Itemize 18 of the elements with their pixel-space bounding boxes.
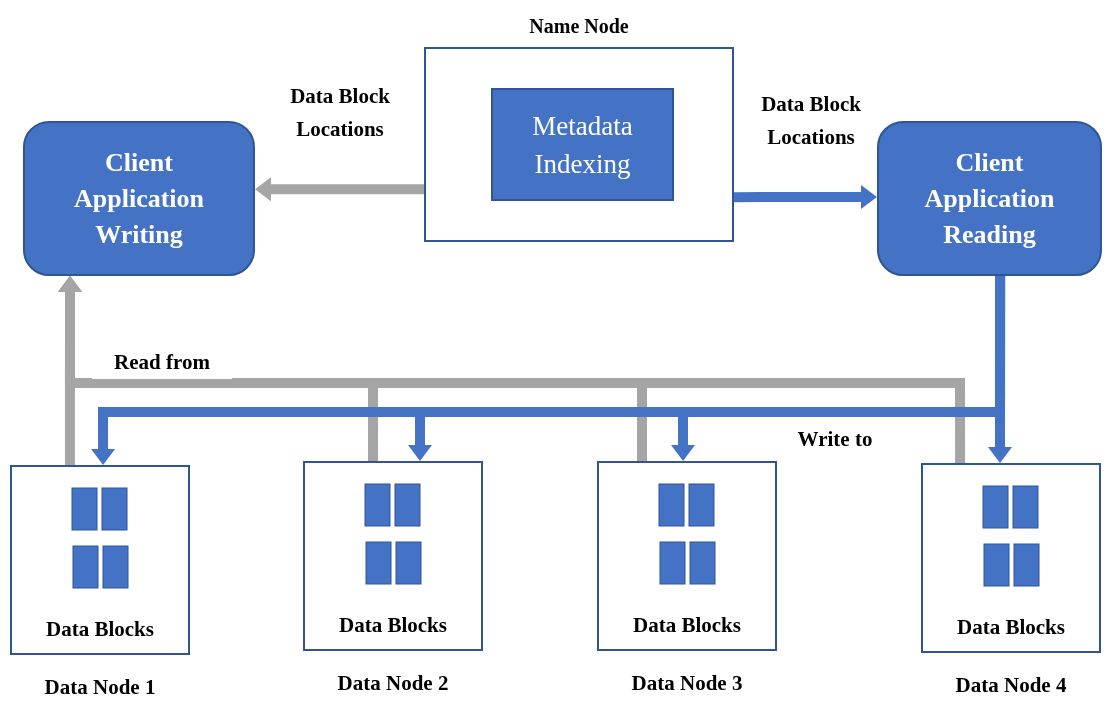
box-text: Data Blocks — [957, 613, 1065, 641]
box-text: Client Application Reading — [923, 146, 1056, 251]
arrow — [988, 276, 1012, 463]
client-box — [877, 121, 1102, 276]
node-caption: Data Node 2 — [336, 669, 450, 697]
box-text: Metadata Indexing — [531, 109, 634, 181]
node-caption: Data Node 3 — [630, 669, 744, 697]
metadata-box — [491, 88, 674, 201]
box-text: Data Blocks — [633, 611, 741, 639]
client-box — [23, 121, 255, 276]
node-caption: Data Node 1 — [43, 673, 157, 701]
box-text: Client Application Writing — [73, 146, 205, 251]
node-heading: Name Node — [528, 14, 630, 39]
node-caption: Data Node 4 — [954, 671, 1068, 699]
box-text: Data Blocks — [339, 611, 447, 639]
box-text: Data Blocks — [46, 615, 154, 643]
arrow — [255, 177, 424, 202]
arrow — [734, 184, 877, 209]
